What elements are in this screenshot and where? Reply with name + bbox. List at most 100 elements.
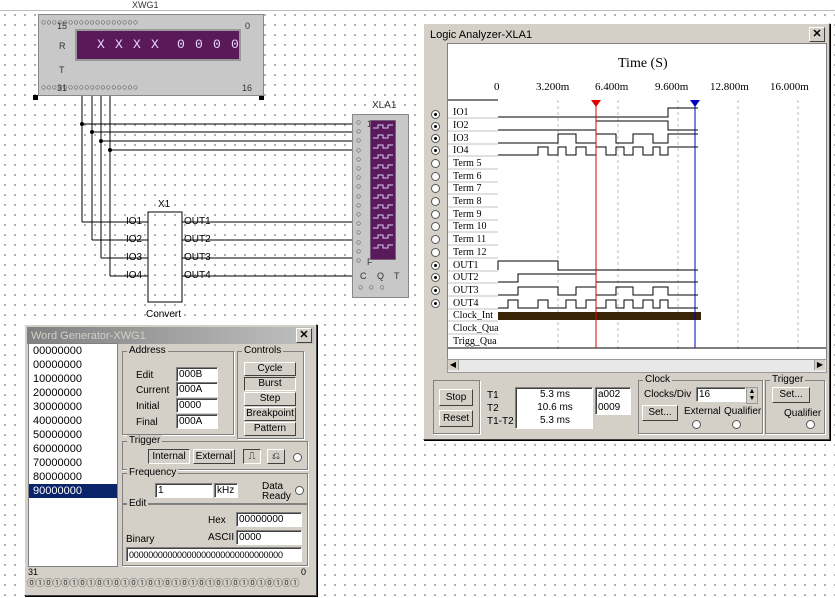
- wg-trigger-group: Trigger: [122, 435, 308, 470]
- logic-analyzer-titlebar[interactable]: Logic Analyzer-XLA1 ✕: [426, 26, 827, 43]
- xla-bottom-pins: ○ ○ ○: [358, 283, 386, 293]
- ascii-label: ASCII: [208, 532, 235, 543]
- binary-input[interactable]: 00000000000000000000000000000000: [126, 547, 302, 562]
- signal-radio[interactable]: [431, 286, 440, 295]
- address-group: Address: [122, 345, 234, 435]
- wg-trigger-group-title: Trigger: [127, 435, 163, 446]
- word-list-item[interactable]: 40000000: [33, 415, 82, 427]
- time-tick: 6.400m: [595, 81, 629, 93]
- clocks-div-label: Clocks/Div: [644, 389, 692, 400]
- signal-radio[interactable]: [431, 134, 440, 143]
- signal-radio[interactable]: [431, 172, 440, 181]
- falling-edge-icon[interactable]: ⎌: [267, 449, 285, 464]
- xwg-display: X X X X 0 0 0 0: [75, 29, 241, 61]
- clocks-div-spinner-icon[interactable]: ▲▼: [746, 387, 758, 404]
- trigger-external-button[interactable]: External: [193, 449, 235, 464]
- convert-input-io2: IO2: [126, 234, 143, 245]
- cycle-button[interactable]: Cycle: [244, 362, 296, 376]
- horizontal-scrollbar[interactable]: ◀ ▶: [447, 359, 827, 373]
- signal-radio[interactable]: [431, 110, 440, 119]
- xwg-pin-row-top: ○○○○○○○○○○○○○○○○○○: [41, 18, 139, 28]
- clock-group: Clock: [638, 374, 763, 434]
- rising-edge-icon[interactable]: ⎍: [243, 449, 261, 464]
- t1t2-label: T1-T2: [487, 416, 514, 427]
- convert-input-io4: IO4: [126, 270, 143, 281]
- word-generator-titlebar[interactable]: Word Generator-XWG1 ✕: [27, 327, 314, 344]
- word-list-item[interactable]: 60000000: [33, 443, 82, 455]
- word-generator-instrument[interactable]: ○○○○○○○○○○○○○○○○○○ ○○○○○○○○○○○○○○○○○○ 15…: [38, 14, 264, 96]
- cursor-hex-box: a002 0009: [595, 387, 631, 415]
- word-list-item[interactable]: 80000000: [33, 471, 82, 483]
- t2-value: 10.6 ms: [537, 402, 573, 413]
- address-current-label: Current: [136, 385, 170, 396]
- clock-external-radio[interactable]: [692, 420, 701, 429]
- signal-label: OUT4: [453, 298, 479, 309]
- signal-radio[interactable]: [431, 197, 440, 206]
- time-tick: 3.200m: [536, 81, 570, 93]
- signal-radio[interactable]: [431, 273, 440, 282]
- time-tick: 0: [494, 81, 500, 93]
- ascii-input[interactable]: 0000: [236, 530, 302, 545]
- word-list-item[interactable]: 00000000: [33, 345, 82, 357]
- word-list-item-selected[interactable]: 90000000: [29, 484, 117, 498]
- wg-pin-0-label: 0: [301, 567, 307, 577]
- trigger-edge-radio[interactable]: [293, 453, 302, 462]
- trigger-set-button[interactable]: Set...: [772, 387, 810, 403]
- scroll-left-icon[interactable]: ◀: [448, 360, 459, 370]
- trigger-group-title: Trigger: [770, 374, 806, 385]
- word-list-item[interactable]: 50000000: [33, 429, 82, 441]
- address-group-title: Address: [127, 345, 168, 356]
- clock-set-button[interactable]: Set...: [642, 405, 678, 421]
- step-button[interactable]: Step: [244, 392, 296, 406]
- word-list-item[interactable]: 10000000: [33, 373, 82, 385]
- word-list-item[interactable]: 30000000: [33, 401, 82, 413]
- scroll-right-icon[interactable]: ▶: [814, 360, 825, 370]
- burst-button[interactable]: Burst: [244, 377, 296, 391]
- signal-radio[interactable]: [431, 146, 440, 155]
- address-edit-input[interactable]: 000B: [176, 367, 218, 382]
- word-list-item[interactable]: 70000000: [33, 457, 82, 469]
- time-tick: 12.800m: [710, 81, 749, 93]
- data-ready-radio[interactable]: [295, 486, 304, 495]
- address-initial-label: Initial: [136, 401, 160, 412]
- wg-pin-31-label: 31: [28, 567, 39, 577]
- close-icon[interactable]: ✕: [296, 328, 312, 343]
- frequency-unit[interactable]: kHz: [214, 483, 238, 498]
- subcircuit-name: Convert: [146, 309, 182, 320]
- xwg-num-16: 16: [242, 83, 253, 93]
- frequency-input[interactable]: 1: [155, 483, 213, 498]
- signal-radio[interactable]: [431, 122, 440, 131]
- address-current-input[interactable]: 000A: [176, 382, 218, 397]
- signal-label: Term 7: [453, 183, 482, 194]
- signal-label: Term 9: [453, 209, 482, 220]
- stop-button[interactable]: Stop: [439, 389, 473, 406]
- hex-input[interactable]: 00000000: [236, 512, 302, 527]
- close-icon[interactable]: ✕: [809, 27, 825, 42]
- signal-radio[interactable]: [431, 222, 440, 231]
- clock-qualifier-radio[interactable]: [732, 420, 741, 429]
- controls-group-title: Controls: [242, 345, 284, 356]
- signal-radio[interactable]: [431, 248, 440, 257]
- frequency-group-title: Frequency: [127, 467, 179, 478]
- signal-radio[interactable]: [431, 235, 440, 244]
- trigger-internal-button[interactable]: Internal: [148, 449, 190, 464]
- word-list-item[interactable]: 20000000: [33, 387, 82, 399]
- trigger-qualifier-label: Qualifier: [784, 408, 822, 419]
- address-initial-input[interactable]: 0000: [176, 398, 218, 413]
- reset-button[interactable]: Reset: [439, 410, 473, 427]
- address-final-input[interactable]: 000A: [176, 414, 218, 429]
- signal-radio[interactable]: [431, 159, 440, 168]
- trigger-qualifier-radio[interactable]: [806, 420, 815, 429]
- signal-radio[interactable]: [431, 210, 440, 219]
- clocks-div-input[interactable]: 16: [696, 387, 746, 402]
- xwg-num-31: 31: [57, 83, 68, 93]
- word-list-item[interactable]: 00000000: [33, 359, 82, 371]
- breakpoint-button[interactable]: Breakpoint: [244, 407, 296, 421]
- pattern-button[interactable]: Pattern: [244, 422, 296, 436]
- signal-radio[interactable]: [431, 299, 440, 308]
- signal-radio[interactable]: [431, 184, 440, 193]
- binary-label: Binary: [126, 534, 155, 545]
- word-list[interactable]: 00000000 00000000 10000000 20000000 3000…: [28, 343, 118, 567]
- signal-radio[interactable]: [431, 261, 440, 270]
